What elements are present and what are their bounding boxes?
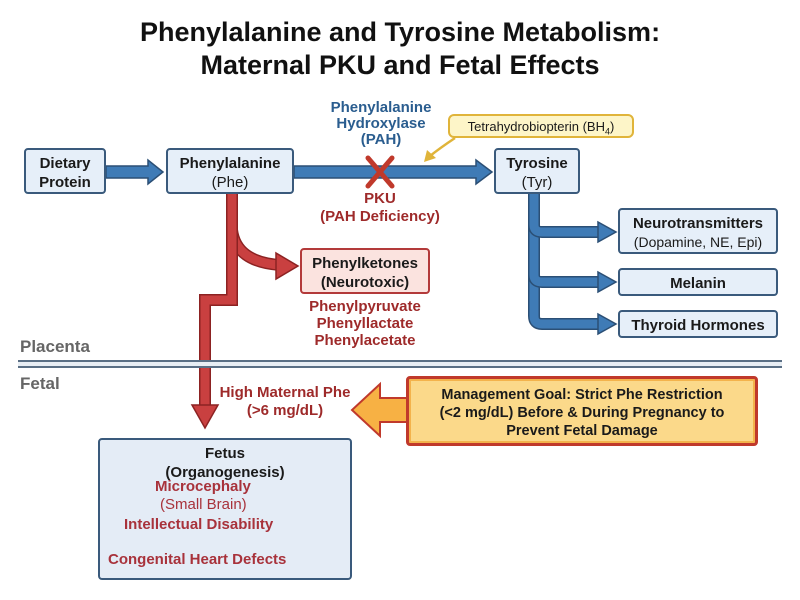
node-neurotransmitters-line1: Neurotransmitters	[632, 215, 764, 232]
management-line1: Management Goal: Strict Phe Restriction	[441, 387, 723, 403]
node-dietary-protein-line2: Protein	[39, 174, 91, 191]
diagram-title-line1: Phenylalanine and Tyrosine Metabolism:	[139, 17, 661, 47]
pku-label: PKU (PAH Deficiency)	[300, 190, 460, 226]
maternal-phe-line2: (>6 mg/dL)	[246, 402, 324, 419]
node-thyroid-hormones-label: Thyroid Hormones	[631, 317, 765, 334]
arrow-phe-to-fetus	[190, 230, 238, 430]
arrow-cofactor	[424, 136, 456, 162]
region-label-fetal: Fetal	[20, 374, 60, 393]
arrow-management	[350, 381, 409, 439]
placenta-barrier	[18, 360, 782, 368]
node-tyrosine-line2: (Tyr)	[521, 174, 553, 191]
node-phenylalanine-line2: (Phe)	[211, 174, 249, 191]
pku-label-line1: PKU	[364, 190, 396, 207]
node-melanin: Melanin	[618, 268, 778, 296]
metabolite-item: Phenylpyruvate	[309, 298, 421, 315]
metabolite-item: Phenylacetate	[314, 332, 416, 349]
node-fetus-line1: Fetus	[204, 445, 245, 462]
diagram-title-line2: Maternal PKU and Fetal Effects	[200, 50, 600, 80]
block-x-icon	[365, 155, 395, 189]
node-phenylketones-line2: (Neurotoxic)	[320, 274, 410, 291]
node-phenylalanine: Phenylalanine (Phe)	[166, 148, 294, 194]
effect-microcephaly-sub: (Small Brain)	[160, 496, 247, 513]
cofactor-box: Tetrahydrobiopterin (BH4)	[448, 114, 634, 138]
effect-microcephaly: Microcephaly	[155, 478, 251, 495]
metabolite-item: Phenyllactate	[316, 315, 414, 332]
node-dietary-protein-line1: Dietary	[39, 155, 91, 172]
cofactor-text: Tetrahydrobiopterin (BH	[467, 119, 605, 134]
region-label-placenta: Placenta	[20, 337, 90, 356]
enzyme-label-line3: (PAH)	[360, 131, 402, 148]
arrow-phe-to-tyr	[293, 158, 494, 186]
node-tyrosine-line1: Tyrosine	[506, 155, 568, 172]
enzyme-label-line2: Hydroxylase	[336, 115, 426, 132]
arrow-dietary-to-phe	[105, 158, 165, 186]
metabolites-list: Phenylpyruvate Phenyllactate Phenylaceta…	[290, 298, 440, 349]
node-thyroid-hormones: Thyroid Hormones	[618, 310, 778, 338]
cofactor-subscript: 4	[604, 126, 610, 137]
node-neurotransmitters-line2: (Dopamine, NE, Epi)	[633, 234, 763, 250]
maternal-phe-line1: High Maternal Phe	[219, 384, 351, 401]
management-goal-box: Management Goal: Strict Phe Restriction …	[406, 376, 758, 446]
management-line3: Prevent Fetal Damage	[506, 423, 658, 439]
node-fetus-line2: (Organogenesis)	[165, 464, 285, 481]
node-phenylketones-line1: Phenylketones	[312, 255, 418, 272]
maternal-phe-label: High Maternal Phe (>6 mg/dL)	[210, 384, 360, 420]
node-neurotransmitters: Neurotransmitters (Dopamine, NE, Epi)	[618, 208, 778, 254]
management-line2: (<2 mg/dL) Before & During Pregnancy to	[439, 405, 725, 421]
effect-intellectual-disability: Intellectual Disability	[124, 516, 274, 533]
node-phenylketones: Phenylketones (Neurotoxic)	[300, 248, 430, 294]
enzyme-label: Phenylalanine Hydroxylase (PAH)	[316, 100, 446, 148]
arrow-tyr-branches	[528, 192, 618, 336]
node-dietary-protein: Dietary Protein	[24, 148, 106, 194]
node-melanin-label: Melanin	[670, 275, 726, 292]
enzyme-label-line1: Phenylalanine	[330, 99, 432, 116]
pku-label-line2: (PAH Deficiency)	[320, 208, 440, 225]
effect-congenital-heart-defects: Congenital Heart Defects	[108, 551, 287, 568]
cofactor-close: )	[609, 119, 615, 134]
node-fetus: Fetus (Organogenesis)	[98, 438, 352, 580]
node-phenylalanine-line1: Phenylalanine	[179, 155, 281, 172]
node-tyrosine: Tyrosine (Tyr)	[494, 148, 580, 194]
arrow-phe-to-phenylketones	[226, 192, 300, 281]
